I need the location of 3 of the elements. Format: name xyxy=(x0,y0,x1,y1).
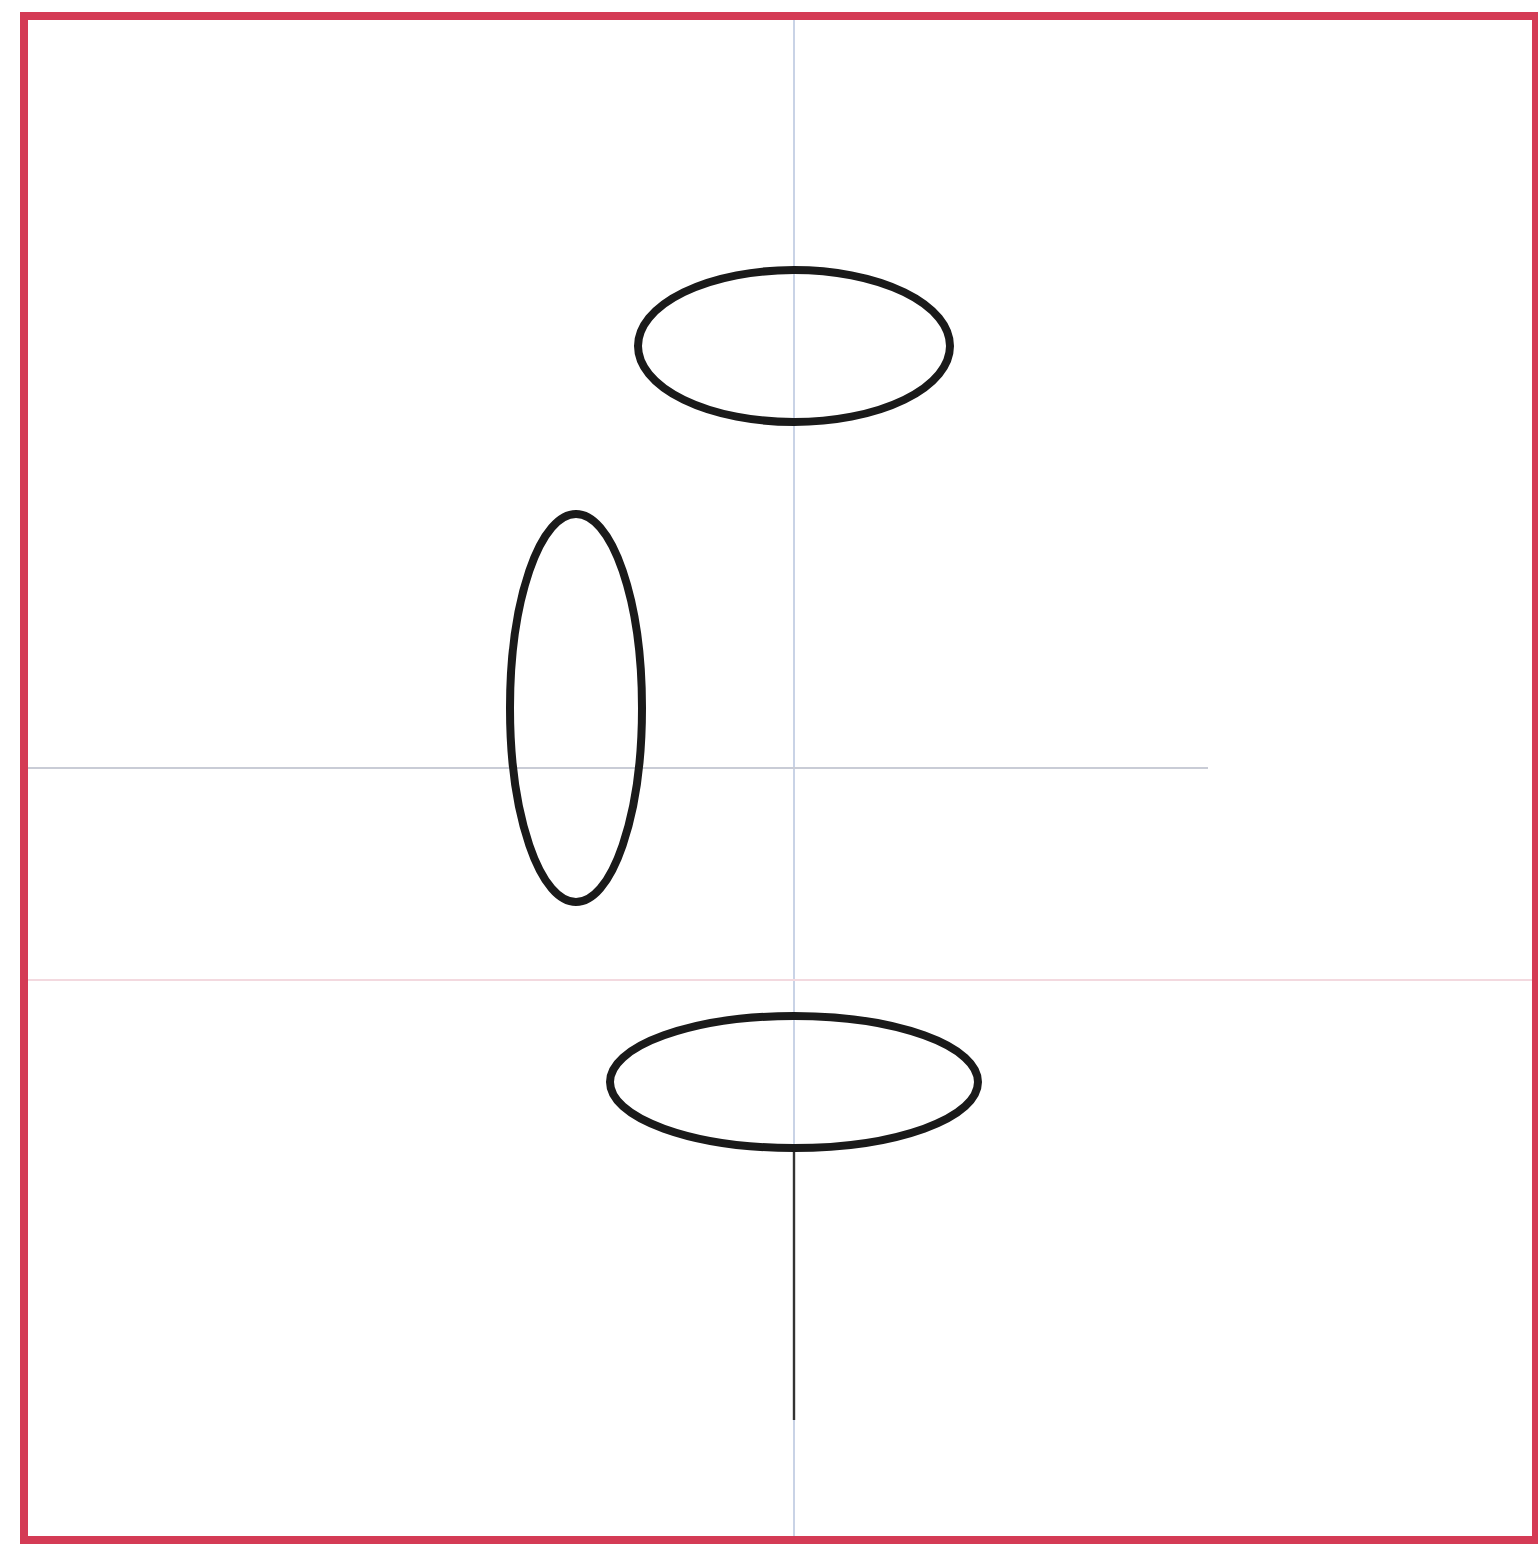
ellipse-shape xyxy=(506,510,646,906)
ellipse-shape xyxy=(606,1012,982,1152)
ellipse-shape xyxy=(634,266,954,426)
